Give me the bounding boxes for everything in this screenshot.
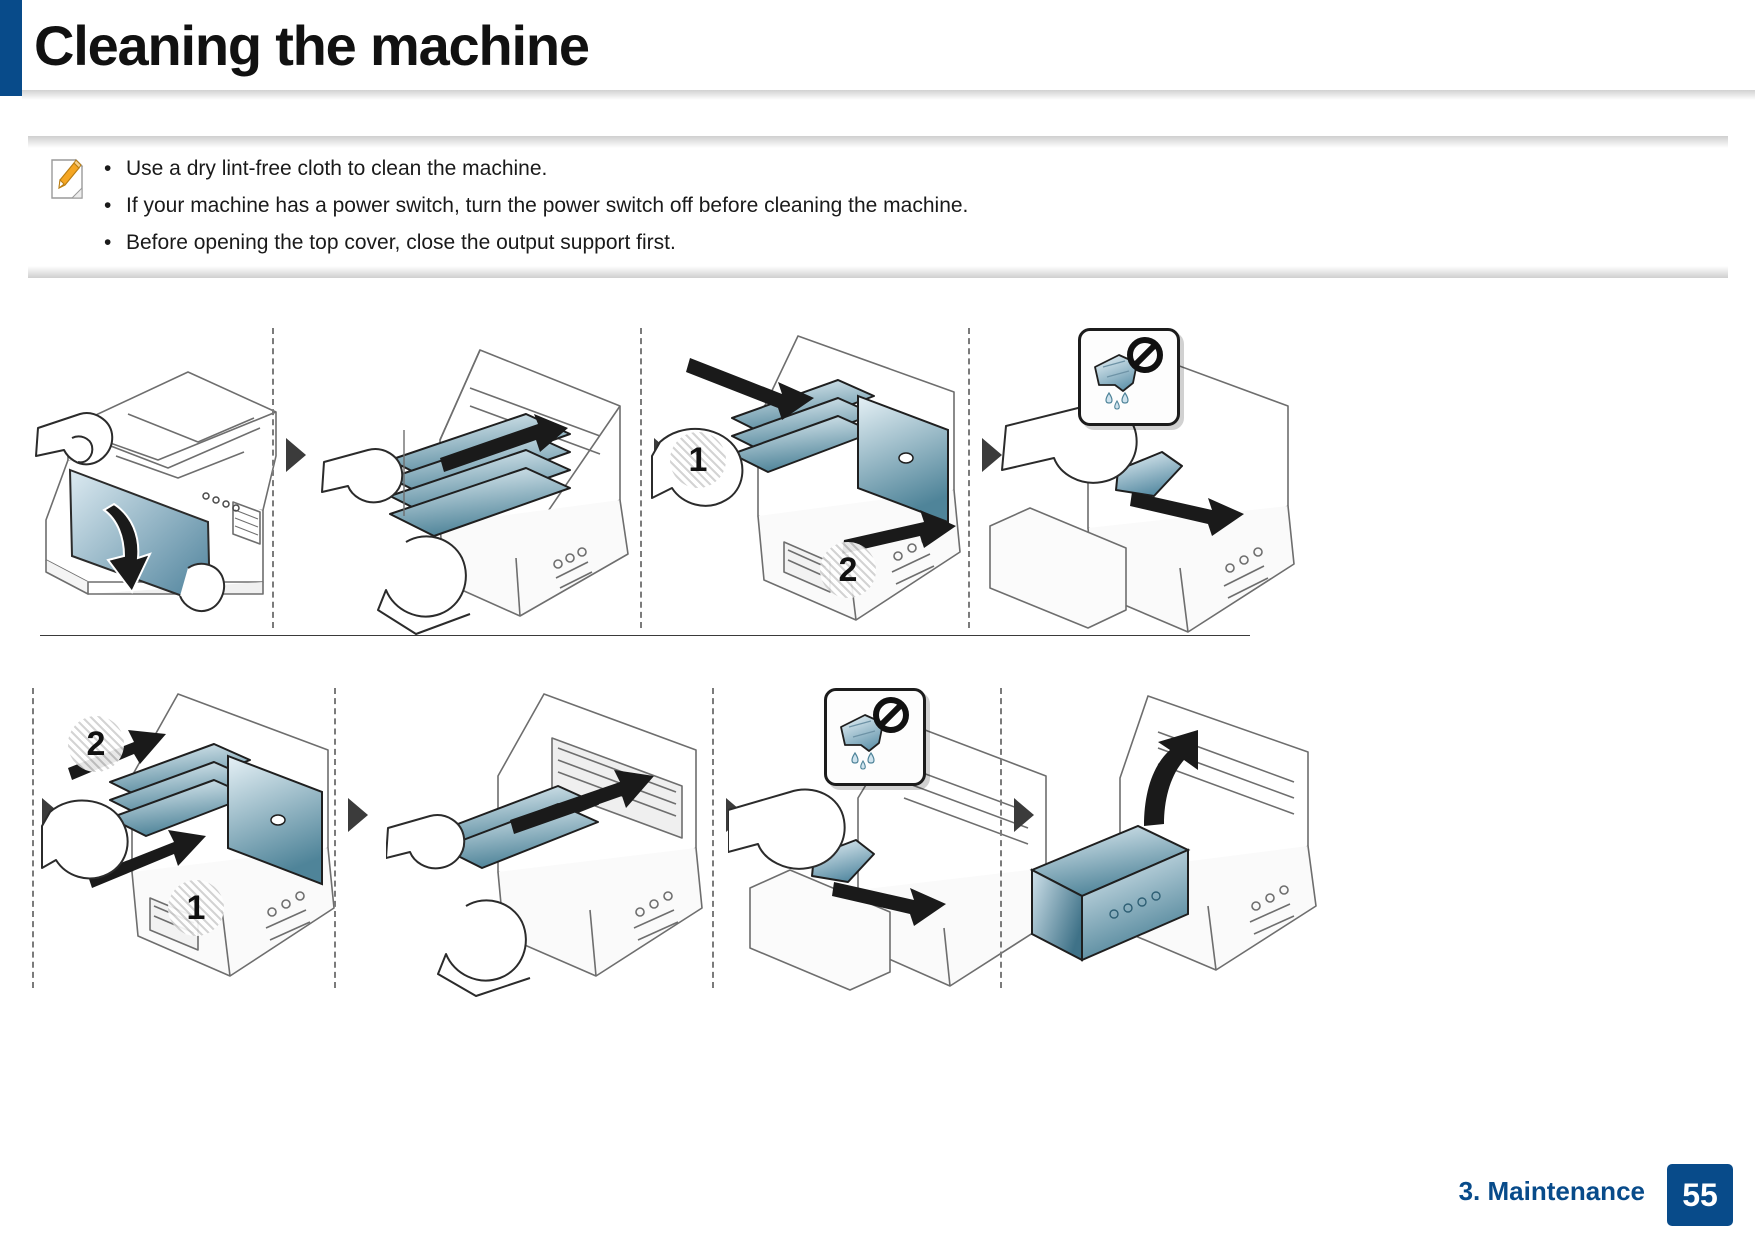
note-pencil-icon	[50, 158, 84, 200]
header-shadow	[22, 90, 1755, 100]
callout-hatch-background	[670, 432, 726, 488]
note-bullet-list: • Use a dry lint-free cloth to clean the…	[98, 150, 1708, 261]
illustration-step-wipe-imaging-unit-area	[728, 670, 1058, 1000]
flow-arrow-icon	[348, 798, 368, 832]
callout-number-1: 1	[168, 880, 224, 936]
footer-chapter-label: 3. Maintenance	[1458, 1176, 1645, 1206]
page-footer: 3. Maintenance 55	[0, 1154, 1755, 1240]
header-accent-bar	[0, 0, 22, 96]
illustration-step-reinsert-toner-cartridges	[386, 670, 746, 1000]
no-wet-cloth-warning-box	[1078, 328, 1180, 426]
flow-arrow-icon	[982, 438, 1002, 472]
illustration-step-wipe-interior-with-dry-cloth	[976, 310, 1306, 640]
callout-label: 2	[838, 550, 858, 589]
note-box: • Use a dry lint-free cloth to clean the…	[28, 136, 1728, 278]
panel-separator	[272, 328, 274, 628]
callout-hatch-background	[168, 880, 224, 936]
page-title: Cleaning the machine	[34, 14, 590, 77]
bullet-glyph: •	[104, 231, 112, 254]
note-item-text: Before opening the top cover, close the …	[126, 231, 676, 254]
illustration-row-1: 1 2	[28, 310, 1728, 640]
illustration-row-divider	[40, 635, 1250, 636]
flow-arrow-icon	[1014, 798, 1034, 832]
panel-separator	[968, 328, 970, 628]
note-top-divider	[28, 136, 1728, 148]
callout-number-2: 2	[820, 542, 876, 598]
note-item-text: If your machine has a power switch, turn…	[126, 194, 969, 217]
illustration-step-reinsert-waste-toner-container: 2 1	[28, 670, 368, 1000]
callout-number-1: 1	[670, 432, 726, 488]
illustration-step-remove-waste-toner-container: 1 2	[648, 310, 1002, 640]
callout-hatch-background	[68, 716, 124, 772]
note-item: • Before opening the top cover, close th…	[98, 224, 1708, 261]
callout-hatch-background	[820, 542, 876, 598]
page-header: Cleaning the machine	[0, 0, 1755, 100]
illustration-step-close-front-cover	[1028, 670, 1328, 1000]
note-item: • If your machine has a power switch, tu…	[98, 187, 1708, 224]
illustration-step-pull-out-toner-cartridges	[320, 310, 674, 640]
panel-separator	[334, 688, 336, 988]
panel-separator	[32, 688, 34, 988]
note-item-text: Use a dry lint-free cloth to clean the m…	[126, 157, 548, 180]
illustration-row-2: 2 1	[28, 670, 1728, 1000]
callout-number-2: 2	[68, 716, 124, 772]
note-bottom-divider	[28, 266, 1728, 278]
panel-separator	[712, 688, 714, 988]
flow-arrow-icon	[286, 438, 306, 472]
illustration-step-open-front-cover	[28, 310, 306, 640]
panel-separator	[1000, 688, 1002, 988]
callout-label: 2	[86, 724, 106, 763]
no-wet-cloth-warning-box	[824, 688, 926, 786]
bullet-glyph: •	[104, 157, 112, 180]
bullet-glyph: •	[104, 194, 112, 217]
panel-separator	[640, 328, 642, 628]
page-number-badge: 55	[1667, 1164, 1733, 1226]
callout-label: 1	[186, 888, 206, 927]
illustration-area: 1 2	[28, 300, 1728, 1180]
callout-label: 1	[688, 440, 708, 479]
note-item: • Use a dry lint-free cloth to clean the…	[98, 150, 1708, 187]
